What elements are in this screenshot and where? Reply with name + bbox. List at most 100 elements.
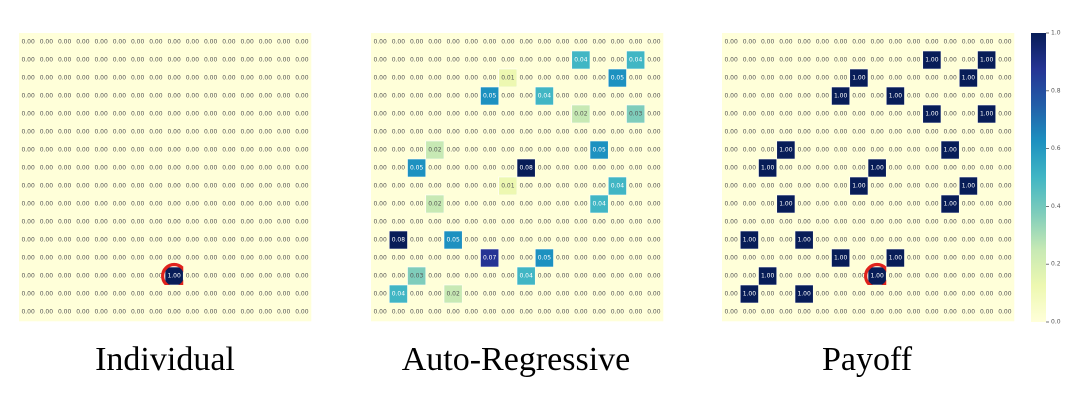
heatmap-cell [977, 87, 997, 106]
heatmap-cell [722, 195, 741, 214]
heatmap-cell [371, 267, 390, 286]
heatmap-cell [444, 51, 463, 70]
heatmap-cell [795, 105, 814, 124]
cell-value-label: 0.00 [295, 57, 309, 64]
cell-value-label: 0.00 [410, 183, 424, 190]
cell-value-label: 0.00 [834, 57, 848, 64]
heatmap-cell [238, 105, 257, 124]
heatmap-cell [571, 33, 591, 52]
cell-value-label: 0.05 [446, 237, 460, 244]
cell-value-label: 0.00 [889, 129, 903, 136]
heatmap-cell [995, 51, 1015, 70]
cell-value-label: 0.00 [295, 237, 309, 244]
heatmap-cell [535, 303, 554, 322]
cell-value-label: 0.00 [58, 75, 72, 82]
cell-value-label: 0.00 [446, 147, 460, 154]
cell-value-label: 0.00 [907, 237, 921, 244]
cell-value-label: 0.00 [574, 255, 588, 262]
cell-value-label: 0.00 [240, 273, 254, 280]
cell-value-label: 0.00 [392, 147, 406, 154]
cell-value-label: 0.00 [259, 201, 273, 208]
heatmap-cell [995, 177, 1015, 196]
cell-value-label: 0.00 [204, 111, 218, 118]
cell-value-label: 0.00 [925, 291, 939, 298]
cell-value-label: 0.00 [889, 111, 903, 118]
cell-value-label: 0.00 [797, 39, 811, 46]
cell-value-label: 0.00 [21, 147, 35, 154]
cell-value-label: 0.00 [428, 219, 442, 226]
cell-value-label: 0.00 [980, 39, 994, 46]
cell-value-label: 0.00 [925, 219, 939, 226]
heatmap-cell [256, 33, 275, 52]
heatmap-cell [608, 231, 627, 250]
heatmap-cell [995, 87, 1015, 106]
cell-value-label: 0.00 [21, 39, 35, 46]
cell-value-label: 0.00 [962, 309, 976, 316]
heatmap-cell [238, 285, 257, 304]
cell-value-label: 0.00 [204, 201, 218, 208]
cell-value-label: 0.00 [295, 129, 309, 136]
cell-value-label: 0.00 [259, 309, 273, 316]
cell-value-label: 0.00 [240, 111, 254, 118]
heatmap-cell [92, 213, 111, 232]
heatmap-cell [959, 267, 978, 286]
heatmap-cell [444, 105, 463, 124]
cell-value-label: 0.00 [980, 147, 994, 154]
heatmap-cell [740, 177, 759, 196]
heatmap-cell [959, 159, 978, 178]
heatmap-cell [813, 105, 832, 124]
heatmap-cell [517, 231, 536, 250]
heatmap-cell [626, 87, 646, 106]
heatmap-cell [201, 267, 221, 286]
heatmap-cell [868, 69, 887, 88]
cell-value-label: 0.00 [592, 57, 606, 64]
heatmap-cell [904, 267, 924, 286]
cell-value-label: 0.00 [21, 291, 35, 298]
heatmap-cell [238, 159, 257, 178]
heatmap-cell [55, 213, 75, 232]
cell-value-label: 0.00 [76, 147, 90, 154]
heatmap-cell [389, 267, 408, 286]
cell-value-label: 1.00 [870, 273, 884, 280]
colorbar-tick-label: 1.0 [1051, 30, 1061, 37]
heatmap-cell [110, 213, 129, 232]
cell-value-label: 0.00 [816, 273, 830, 280]
heatmap-cell [292, 69, 312, 88]
heatmap-cell [128, 105, 148, 124]
heatmap-cell [444, 123, 463, 142]
cell-value-label: 0.00 [373, 75, 387, 82]
cell-value-label: 0.00 [410, 201, 424, 208]
heatmap-cell [590, 285, 609, 304]
cell-value-label: 0.00 [761, 255, 775, 262]
heatmap-cell [146, 159, 166, 178]
cell-value-label: 0.00 [556, 129, 570, 136]
cell-value-label: 0.00 [797, 219, 811, 226]
heatmap-cell [941, 69, 960, 88]
cell-value-label: 0.00 [295, 219, 309, 226]
heatmap-cell [165, 33, 184, 52]
cell-value-label: 0.00 [186, 183, 200, 190]
heatmap-cell [795, 51, 814, 70]
cell-value-label: 0.00 [240, 147, 254, 154]
cell-value-label: 0.00 [76, 219, 90, 226]
cell-value-label: 0.00 [998, 309, 1012, 316]
heatmap-cell [462, 159, 481, 178]
heatmap-cell [959, 87, 978, 106]
heatmap-cell [371, 177, 390, 196]
heatmap-auto-regressive: 0.00 0.00 0.00 0.00 0.00 0.00 0.00 0.00 0.00 0.00… [371, 33, 664, 322]
heatmap-cell [959, 213, 978, 232]
cell-value-label: 0.00 [186, 237, 200, 244]
cell-value-label: 0.00 [797, 255, 811, 262]
heatmap-cell [256, 177, 275, 196]
heatmap-cell [274, 159, 294, 178]
cell-value-label: 0.00 [76, 93, 90, 100]
cell-value-label: 0.00 [611, 291, 625, 298]
heatmap-cell [813, 69, 832, 88]
heatmap-cell [238, 303, 257, 322]
cell-value-label: 0.00 [58, 219, 72, 226]
cell-value-label: 0.00 [21, 129, 35, 136]
heatmap-cell [831, 231, 851, 250]
cell-value-label: 0.00 [240, 201, 254, 208]
cell-value-label: 0.00 [259, 111, 273, 118]
cell-value-label: 0.00 [446, 57, 460, 64]
